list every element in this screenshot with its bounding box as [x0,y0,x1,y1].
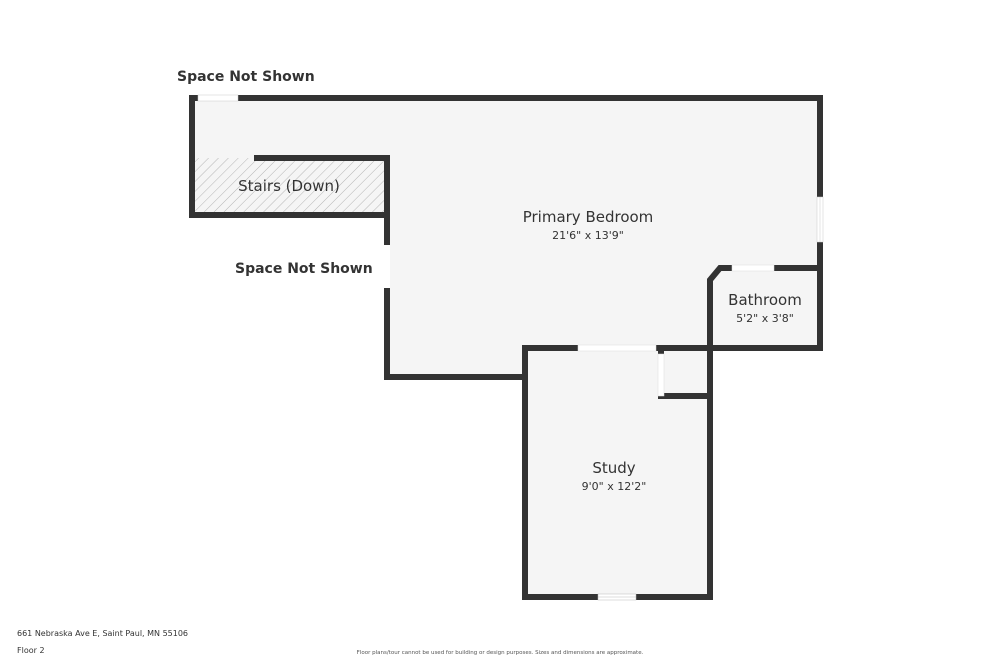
stairs-area [195,158,385,213]
room-dimensions: 5'2" x 3'8" [736,312,794,325]
room-study: Study 9'0" x 12'2" [582,459,647,493]
walls [189,95,823,600]
space-not-shown-top: Space Not Shown [177,69,315,85]
opening-closet [657,353,665,397]
window-top-left [197,94,239,102]
stairs-label: Stairs (Down) [238,177,340,195]
stairs-name: Stairs (Down) [238,177,340,195]
floor-fill [192,98,820,597]
opening-bathroom [731,264,775,272]
windows [197,94,824,601]
room-primary-bedroom: Primary Bedroom 21'6" x 13'9" [523,208,654,242]
room-bathroom: Bathroom 5'2" x 3'8" [728,291,802,325]
room-dimensions: 21'6" x 13'9" [552,229,624,242]
opening-study [577,344,657,352]
room-dimensions: 9'0" x 12'2" [581,480,647,493]
room-name: Study [592,459,636,477]
footer-disclaimer: Floor plans/tour cannot be used for buil… [356,650,644,656]
space-not-shown-middle: Space Not Shown [235,261,373,277]
footer-address: 661 Nebraska Ave E, Saint Paul, MN 55106 [17,629,189,638]
room-name: Bathroom [728,291,802,309]
footer-floor: Floor 2 [17,646,45,655]
room-name: Primary Bedroom [522,208,654,226]
opening-left [384,245,390,288]
